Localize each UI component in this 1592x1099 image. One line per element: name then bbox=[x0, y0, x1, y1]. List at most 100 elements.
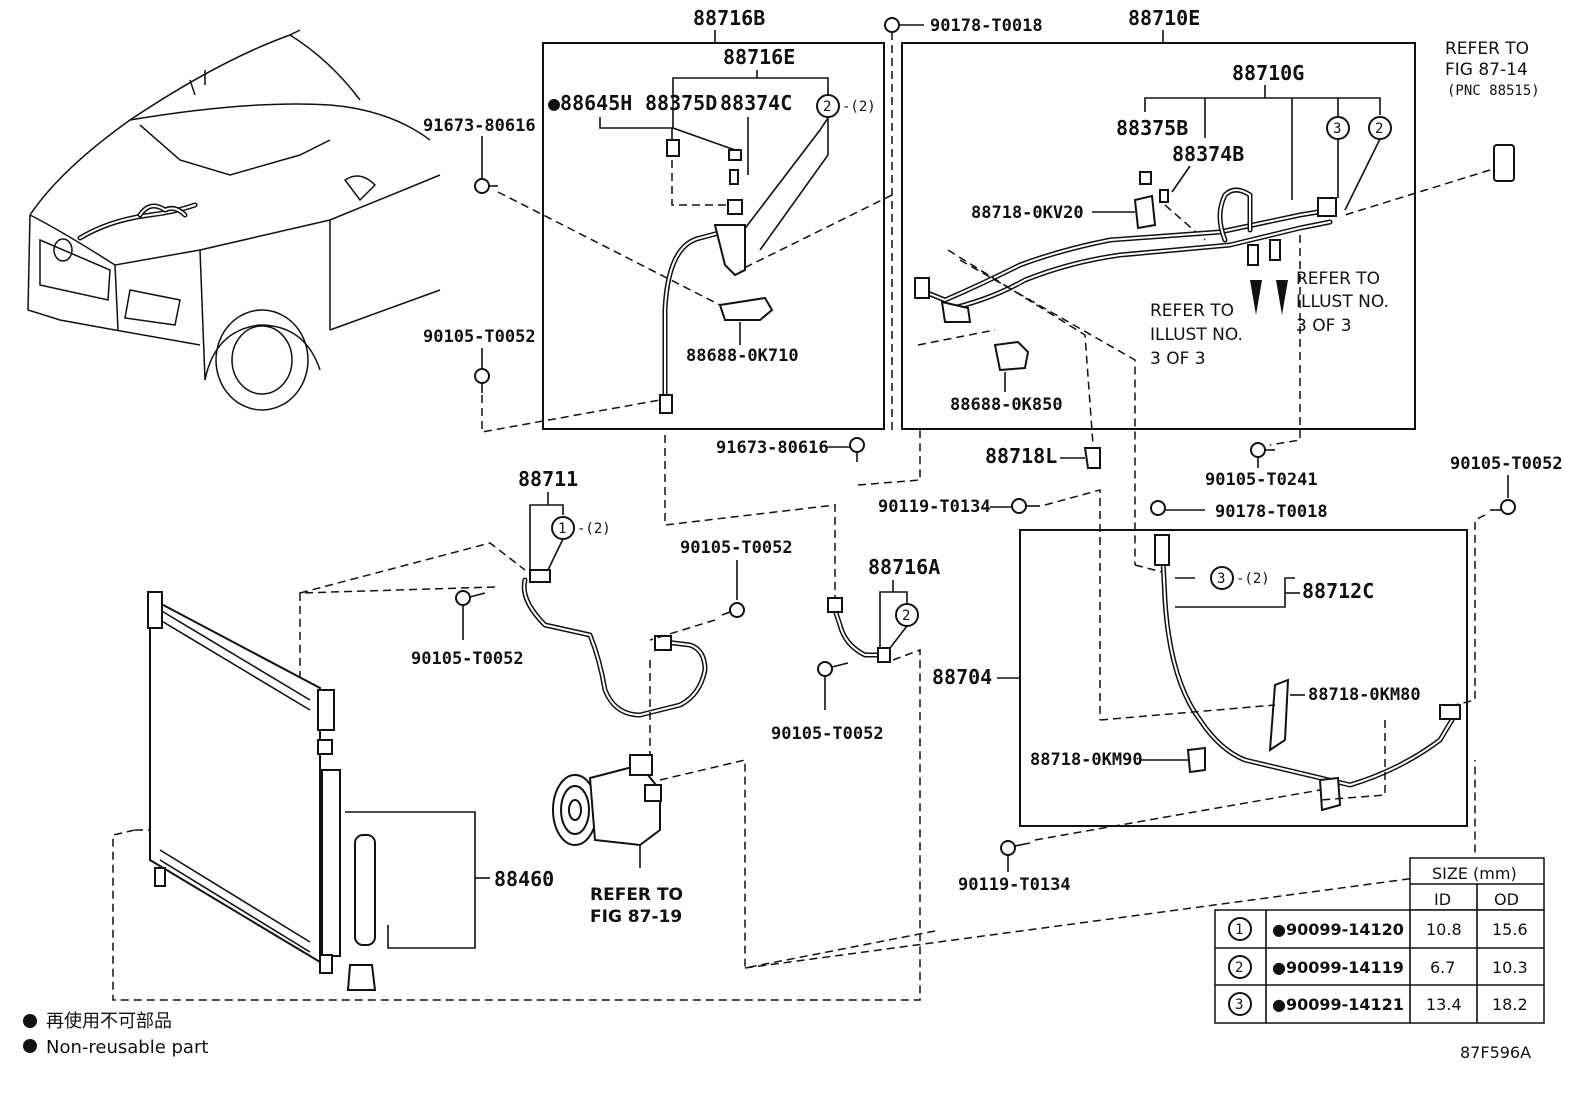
hose-fitting-right bbox=[1439, 704, 1461, 720]
clip-88718L bbox=[1083, 447, 1101, 469]
label-88374B: 88374B bbox=[1172, 142, 1244, 166]
ref-fig8714-2: FIG 87-14 bbox=[1445, 60, 1528, 80]
label-90105-T0052-b: 90105-T0052 bbox=[1450, 454, 1563, 474]
label-90105-T0052-e: 90105-T0052 bbox=[771, 724, 884, 744]
valve-core-88374B bbox=[1159, 189, 1169, 203]
pipe-fitting-left bbox=[914, 277, 930, 299]
label-90119-T0134-a: 90119-T0134 bbox=[878, 497, 991, 517]
size-row-3-part: ●90099-14121 bbox=[1272, 995, 1404, 1014]
label-90178-T0018-b: 90178-T0018 bbox=[1215, 502, 1328, 522]
size-table-col-od: OD bbox=[1494, 890, 1519, 909]
size-table-col-id: ID bbox=[1434, 890, 1451, 909]
label-88718-0KV20: 88718-0KV20 bbox=[971, 203, 1084, 223]
label-88374C: 88374C bbox=[720, 91, 792, 115]
pipe-end bbox=[659, 394, 673, 414]
bolt-90105-T0052-c bbox=[455, 590, 471, 606]
size-row-1-id: 10.8 bbox=[1426, 920, 1462, 939]
ref-fig-87-14: REFER TO FIG 87-14 (PNC 88515) bbox=[1344, 39, 1540, 216]
label-90119-T0134-b: 90119-T0134 bbox=[958, 875, 1071, 895]
clip-lower bbox=[1318, 776, 1342, 812]
vehicle-illustration bbox=[27, 29, 441, 411]
legend-bullet-1 bbox=[23, 1014, 37, 1028]
condenser-88460: 88460 bbox=[135, 591, 554, 991]
bracket-left bbox=[940, 300, 972, 323]
size-row-2-ref-text: 2 bbox=[1235, 960, 1243, 976]
oring-callout-2-mid-text: 2 bbox=[902, 608, 910, 624]
arrow-down-a bbox=[1250, 280, 1262, 315]
size-row-2-part: ●90099-14119 bbox=[1272, 958, 1404, 977]
label-88645H: ●88645H bbox=[548, 91, 632, 115]
group-88716B: 88716B 88716E ●88645H 88375D 88374C 2 -(… bbox=[542, 6, 885, 430]
size-row-2-ref bbox=[1228, 955, 1252, 979]
ref-fig8714-1: REFER TO bbox=[1445, 39, 1529, 59]
size-row-3-ref bbox=[1228, 992, 1252, 1016]
label-90105-T0241: 90105-T0241 bbox=[1205, 470, 1318, 490]
label-88718L: 88718L bbox=[985, 444, 1057, 468]
ref-fig8719-2: FIG 87-19 bbox=[590, 907, 682, 927]
bolt-91673-80616-b bbox=[849, 437, 865, 453]
label-88716B: 88716B bbox=[693, 6, 765, 30]
bolt-90119-T0134-b bbox=[1000, 840, 1016, 856]
oring-callout-3-top-text: 3 bbox=[1333, 121, 1341, 137]
nut-90178-T0018-top: 90178-T0018 bbox=[739, 16, 1043, 435]
label-90105-T0052-a: 90105-T0052 bbox=[423, 327, 536, 347]
ref-fig8714-3: (PNC 88515) bbox=[1447, 83, 1540, 99]
label-88718-0KM90: 88718-0KM90 bbox=[1030, 750, 1143, 770]
size-row-3-od: 18.2 bbox=[1492, 995, 1528, 1014]
diagram-id: 87F596A bbox=[1460, 1043, 1531, 1062]
label-91673-80616-a: 91673-80616 bbox=[423, 116, 536, 136]
label-91673-80616-b: 91673-80616 bbox=[716, 438, 829, 458]
size-row-1-od: 15.6 bbox=[1492, 920, 1528, 939]
ref-illust-b-3: 3 OF 3 bbox=[1296, 316, 1352, 336]
valve-cap-88375B bbox=[1139, 171, 1152, 185]
size-row-1-ref bbox=[1228, 917, 1252, 941]
oring-callout-3-low-text: 3 bbox=[1217, 571, 1225, 587]
size-row-2-id: 6.7 bbox=[1430, 958, 1455, 977]
legend-line-2: Non-reusable part bbox=[46, 1037, 208, 1058]
label-88716E: 88716E bbox=[723, 45, 795, 69]
charge-valve bbox=[727, 199, 743, 215]
size-row-3-ref-text: 3 bbox=[1235, 997, 1243, 1013]
bolt-90105-T0052-e bbox=[817, 661, 833, 677]
legend: 再使用不可部品 Non-reusable part 87F596A bbox=[23, 1011, 1531, 1062]
size-row-1-part: ●90099-14120 bbox=[1272, 920, 1404, 939]
label-88710G: 88710G bbox=[1232, 61, 1304, 85]
ref-illust-a-3: 3 OF 3 bbox=[1150, 349, 1206, 369]
hose-fitting-top bbox=[1154, 534, 1170, 566]
valve-cap-88375D bbox=[728, 149, 742, 161]
size-row-2-od: 10.3 bbox=[1492, 958, 1528, 977]
pressure-switch-88645H bbox=[666, 139, 680, 157]
oring-callout-2-top-text: 2 bbox=[1375, 121, 1383, 137]
oring-qty-text: -(2) bbox=[842, 99, 876, 115]
bolt-90105-T0052-d bbox=[729, 602, 745, 618]
oring-callout-1-qty: -(2) bbox=[577, 521, 611, 537]
size-row-3-id: 13.4 bbox=[1426, 995, 1462, 1014]
oring-callout-1-text: 1 bbox=[558, 521, 566, 537]
label-90178-T0018-a: 90178-T0018 bbox=[930, 16, 1043, 36]
group-88716A: 88716A 2 90105-T0052 bbox=[112, 555, 940, 1001]
label-88375B: 88375B bbox=[1116, 116, 1188, 140]
receiver-part bbox=[1493, 144, 1515, 182]
label-88710E: 88710E bbox=[1128, 6, 1200, 30]
group-88704: 88704 3 -(2) 88712C 88718-0KM80 88718-0K… bbox=[932, 529, 1468, 827]
label-88375D: 88375D bbox=[645, 91, 717, 115]
service-port-b bbox=[1269, 239, 1281, 261]
middle-bolts: 91673-80616 88718L 90105-T0241 90119-T01… bbox=[716, 430, 1563, 720]
label-88716A: 88716A bbox=[868, 555, 940, 579]
group-88710E: 88710E 88710G 88375B 88374B 3 2 88718-0K… bbox=[901, 6, 1416, 565]
label-88711: 88711 bbox=[518, 467, 578, 491]
bolt-90119-T0134-a bbox=[1011, 498, 1027, 514]
bolt-90105-T0052-b bbox=[1500, 499, 1516, 515]
label-88688-0K710: 88688-0K710 bbox=[686, 346, 799, 366]
clamp-88688-0K850 bbox=[993, 340, 1030, 372]
oring-callout-2-text: 2 bbox=[823, 99, 831, 115]
service-port-a bbox=[1247, 244, 1259, 266]
nut-90178-T0018-b bbox=[1150, 500, 1166, 516]
clip-88718-0KM80 bbox=[1268, 678, 1290, 752]
ref-fig8719-1: REFER TO bbox=[590, 885, 683, 905]
legend-bullet-2 bbox=[23, 1039, 37, 1053]
pipe-88716A-end bbox=[877, 647, 891, 663]
oring-callout-3-low bbox=[1210, 566, 1234, 590]
size-table: SIZE (mm) ID OD 1 ●90099-14120 10.8 15.6… bbox=[1214, 857, 1545, 1024]
size-row-1-ref-text: 1 bbox=[1235, 922, 1243, 938]
